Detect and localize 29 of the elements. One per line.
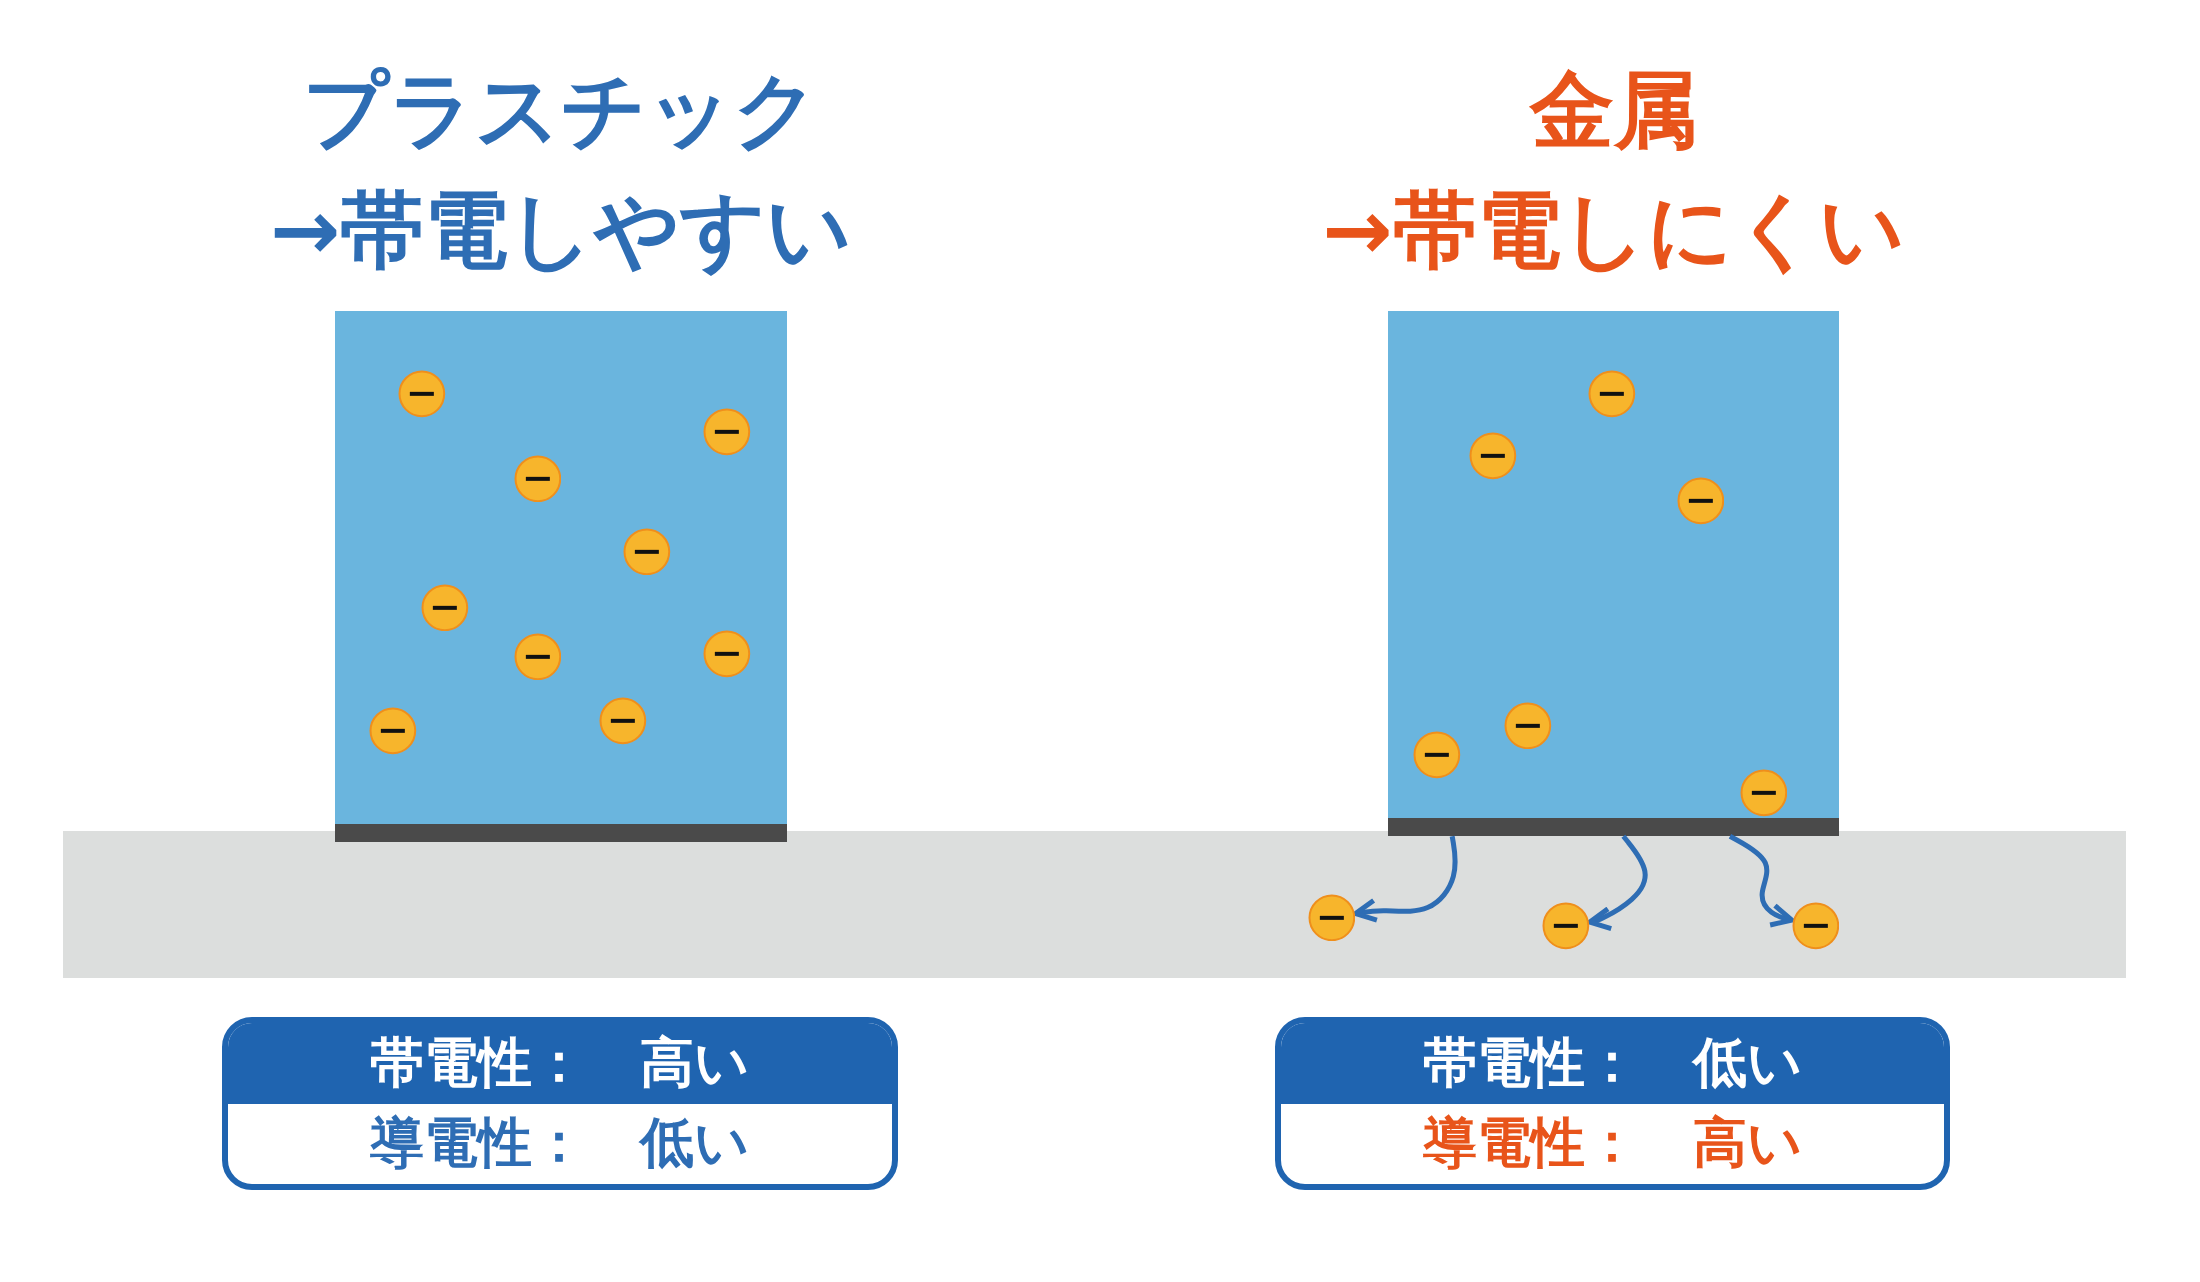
electron xyxy=(1791,902,1840,950)
panel-header: 帯電性： 低い xyxy=(1281,1023,1945,1104)
electron xyxy=(369,707,417,755)
electron xyxy=(1412,730,1461,779)
electron xyxy=(1541,902,1590,950)
property-panel xyxy=(1275,1017,1951,1190)
heading-text: プラスチック xyxy=(302,68,821,152)
electron xyxy=(599,697,647,745)
panel-header: 帯電性： 高い xyxy=(227,1023,892,1104)
electron xyxy=(622,527,671,576)
electron xyxy=(1469,432,1517,480)
electron xyxy=(702,408,751,456)
arrow xyxy=(1728,834,1795,928)
electron xyxy=(1307,893,1356,942)
property-text: 導電性： 高い xyxy=(1422,1110,1804,1177)
electron xyxy=(1588,370,1636,419)
electron xyxy=(513,632,562,681)
heading-text: 金属 xyxy=(1528,68,1699,152)
electron xyxy=(1504,701,1552,750)
property-panel xyxy=(221,1017,898,1190)
arrow xyxy=(1587,834,1648,932)
electron xyxy=(1676,477,1725,525)
electron xyxy=(398,370,447,419)
electron xyxy=(1739,768,1788,817)
electron xyxy=(513,454,562,503)
electron xyxy=(420,583,469,632)
electron xyxy=(702,629,751,678)
arrow xyxy=(1353,835,1458,923)
property-text: 導電性： 低い xyxy=(369,1110,751,1177)
